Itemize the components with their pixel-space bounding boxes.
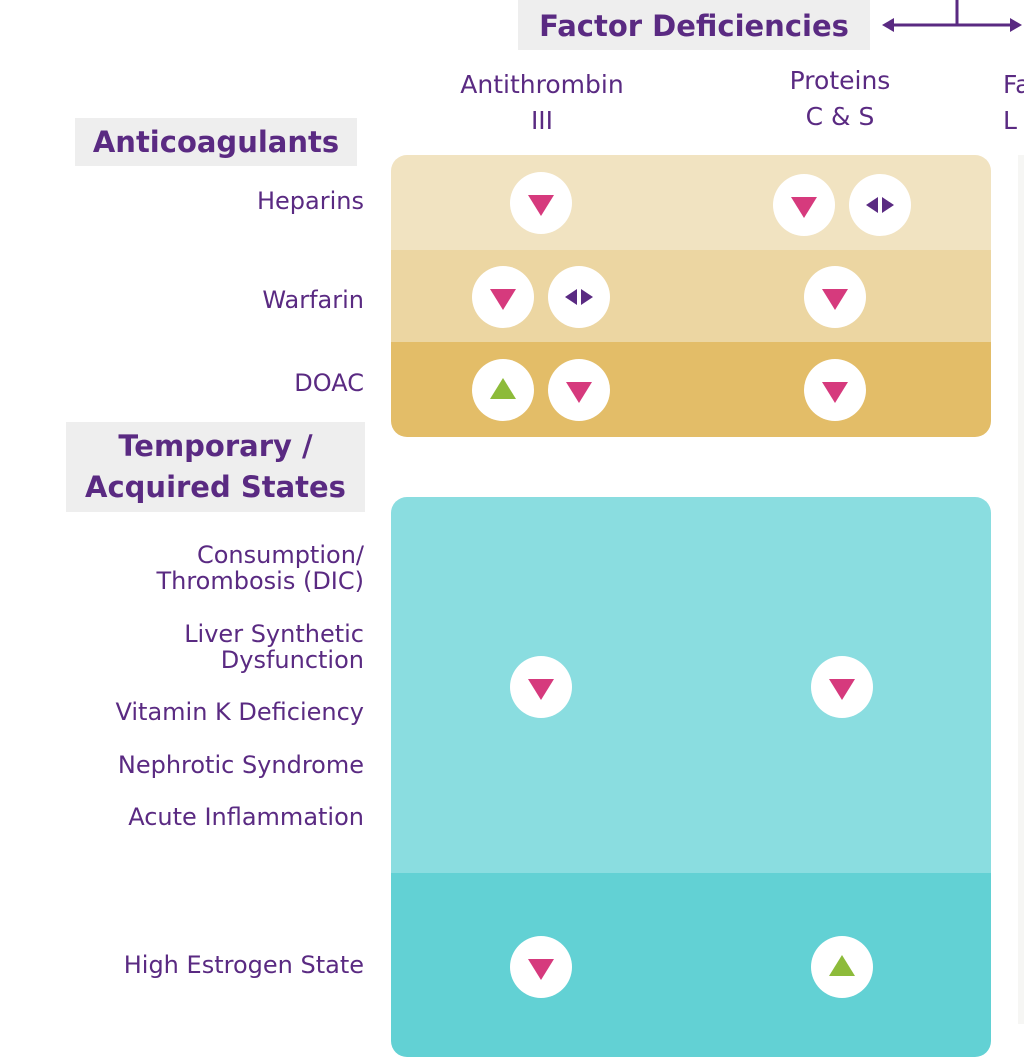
- decrease-arrow-icon: [548, 359, 610, 421]
- factor-deficiencies-header: Factor Deficiencies: [518, 0, 870, 50]
- decrease-arrow-icon: [773, 174, 835, 236]
- acquired-states-header: Temporary /Acquired States: [66, 422, 365, 512]
- anticoagulants-header: Anticoagulants: [75, 118, 357, 166]
- row-label-dic: Consumption/Thrombosis (DIC): [156, 541, 364, 595]
- decrease-arrow-icon: [510, 936, 572, 998]
- decrease-arrow-icon: [472, 266, 534, 328]
- acquired-states-panel: [391, 497, 991, 1057]
- decrease-arrow-icon: [510, 656, 572, 718]
- double-arrow-icon: [882, 0, 1022, 32]
- row-label-vitamin-k: Vitamin K Deficiency: [115, 698, 364, 726]
- increase-arrow-icon: [811, 936, 873, 998]
- decrease-arrow-icon: [804, 266, 866, 328]
- row-label-estrogen: High Estrogen State: [123, 951, 364, 979]
- decrease-arrow-icon: [811, 656, 873, 718]
- row-label-warfarin: Warfarin: [262, 286, 364, 314]
- row-label-inflammation: Acute Inflammation: [128, 803, 364, 831]
- next-panel-edge: [1018, 155, 1024, 1024]
- row-label-doac: DOAC: [294, 369, 364, 397]
- increase-arrow-icon: [472, 359, 534, 421]
- row-label-nephrotic: Nephrotic Syndrome: [117, 751, 364, 779]
- band-acquired: [391, 497, 991, 873]
- variable-arrows-icon: [849, 174, 911, 236]
- variable-arrows-icon: [548, 266, 610, 328]
- decrease-arrow-icon: [510, 172, 572, 234]
- decrease-arrow-icon: [804, 359, 866, 421]
- row-label-heparins: Heparins: [256, 187, 364, 215]
- band-estrogen: [391, 873, 991, 1057]
